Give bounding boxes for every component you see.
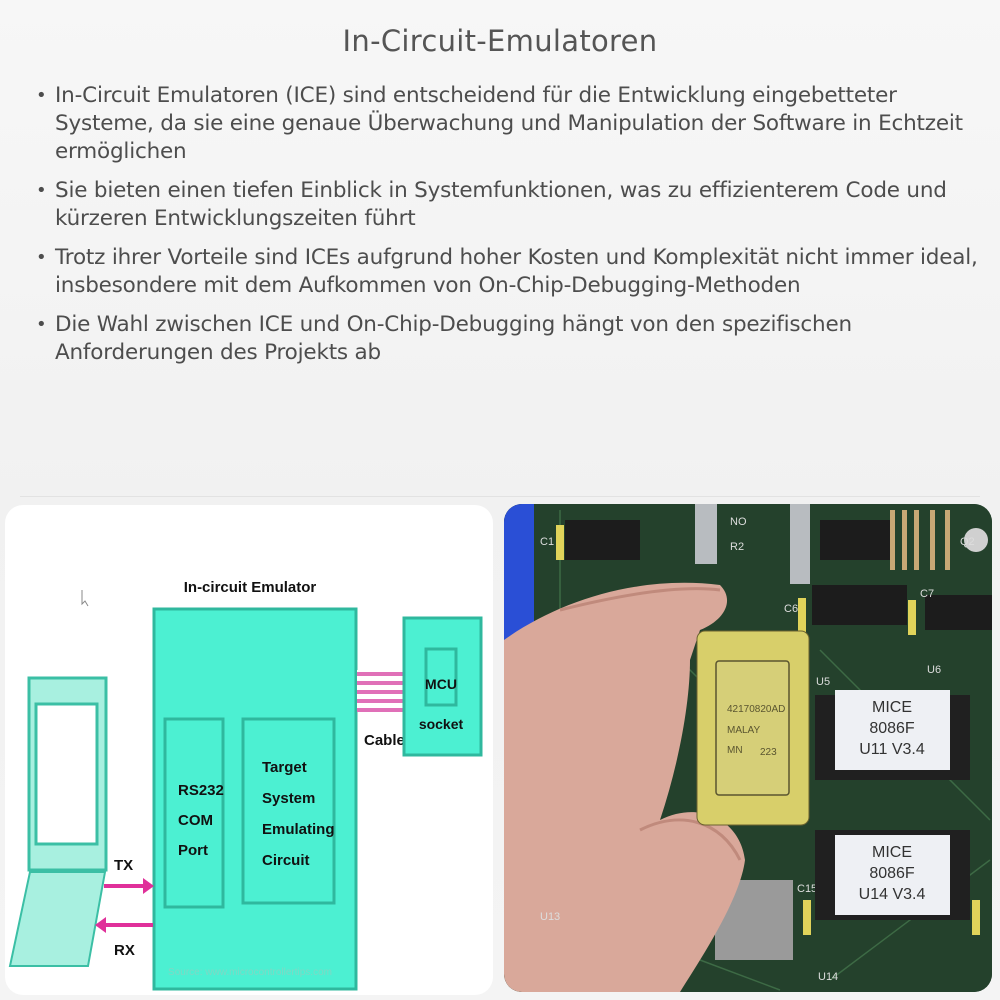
- tx-label: TX: [114, 857, 133, 874]
- rx-arrow: [95, 917, 153, 933]
- board-mark: C6: [784, 603, 798, 615]
- source-credit: Source: www.microcontrollertips.com: [168, 967, 332, 978]
- cable: [357, 670, 403, 712]
- board-mark: C1: [540, 536, 554, 548]
- target-system-label: Target System Emulating Circuit: [262, 759, 339, 869]
- mcu-label: MCU: [425, 676, 457, 692]
- target-system-box: [241, 717, 336, 905]
- diagram-title: In-circuit Emulator: [184, 579, 317, 596]
- board-mark: Q2: [960, 536, 975, 548]
- board-mark: R2: [730, 541, 744, 553]
- rs232-label: RS232 COM Port: [178, 782, 228, 859]
- board-mark: C7: [920, 588, 934, 600]
- bullet-item: Sie bieten einen tiefen Einblick in Syst…: [30, 177, 980, 233]
- bullet-list: In-Circuit Emulatoren (ICE) sind entsche…: [30, 82, 980, 378]
- bullet-item: Die Wahl zwischen ICE und On-Chip-Debugg…: [30, 311, 980, 367]
- board-mark: U6: [927, 664, 941, 676]
- board-mark: C15: [797, 883, 817, 895]
- board-mark: U5: [816, 676, 830, 688]
- board-mark: NO: [730, 516, 747, 528]
- cursor-icon: [81, 590, 89, 607]
- ice-chip: 42170820AD MALAY MN 223: [696, 630, 810, 826]
- mcu-box: [424, 647, 458, 707]
- cable-label: Cable: [364, 732, 405, 749]
- board-mark: U14: [818, 971, 838, 983]
- rx-label: RX: [114, 942, 135, 959]
- hand: [504, 582, 745, 992]
- bullet-item: In-Circuit Emulatoren (ICE) sind entsche…: [30, 82, 980, 166]
- ice-block-diagram: In-circuit Emulator RS232 COM Port Targe…: [5, 505, 493, 995]
- board-mark: U13: [540, 911, 560, 923]
- page-title: In-Circuit-Emulatoren: [342, 24, 658, 58]
- svg-text:42170820AD MALAY: 42170820AD MALAY MN 223: [727, 704, 788, 758]
- tx-arrow: [104, 878, 154, 894]
- divider: [20, 496, 980, 497]
- socket-label: socket: [419, 716, 464, 732]
- bullet-item: Trotz ihrer Vorteile sind ICEs aufgrund …: [30, 244, 980, 300]
- rs232-box: [163, 717, 225, 909]
- laptop-icon: [8, 676, 108, 967]
